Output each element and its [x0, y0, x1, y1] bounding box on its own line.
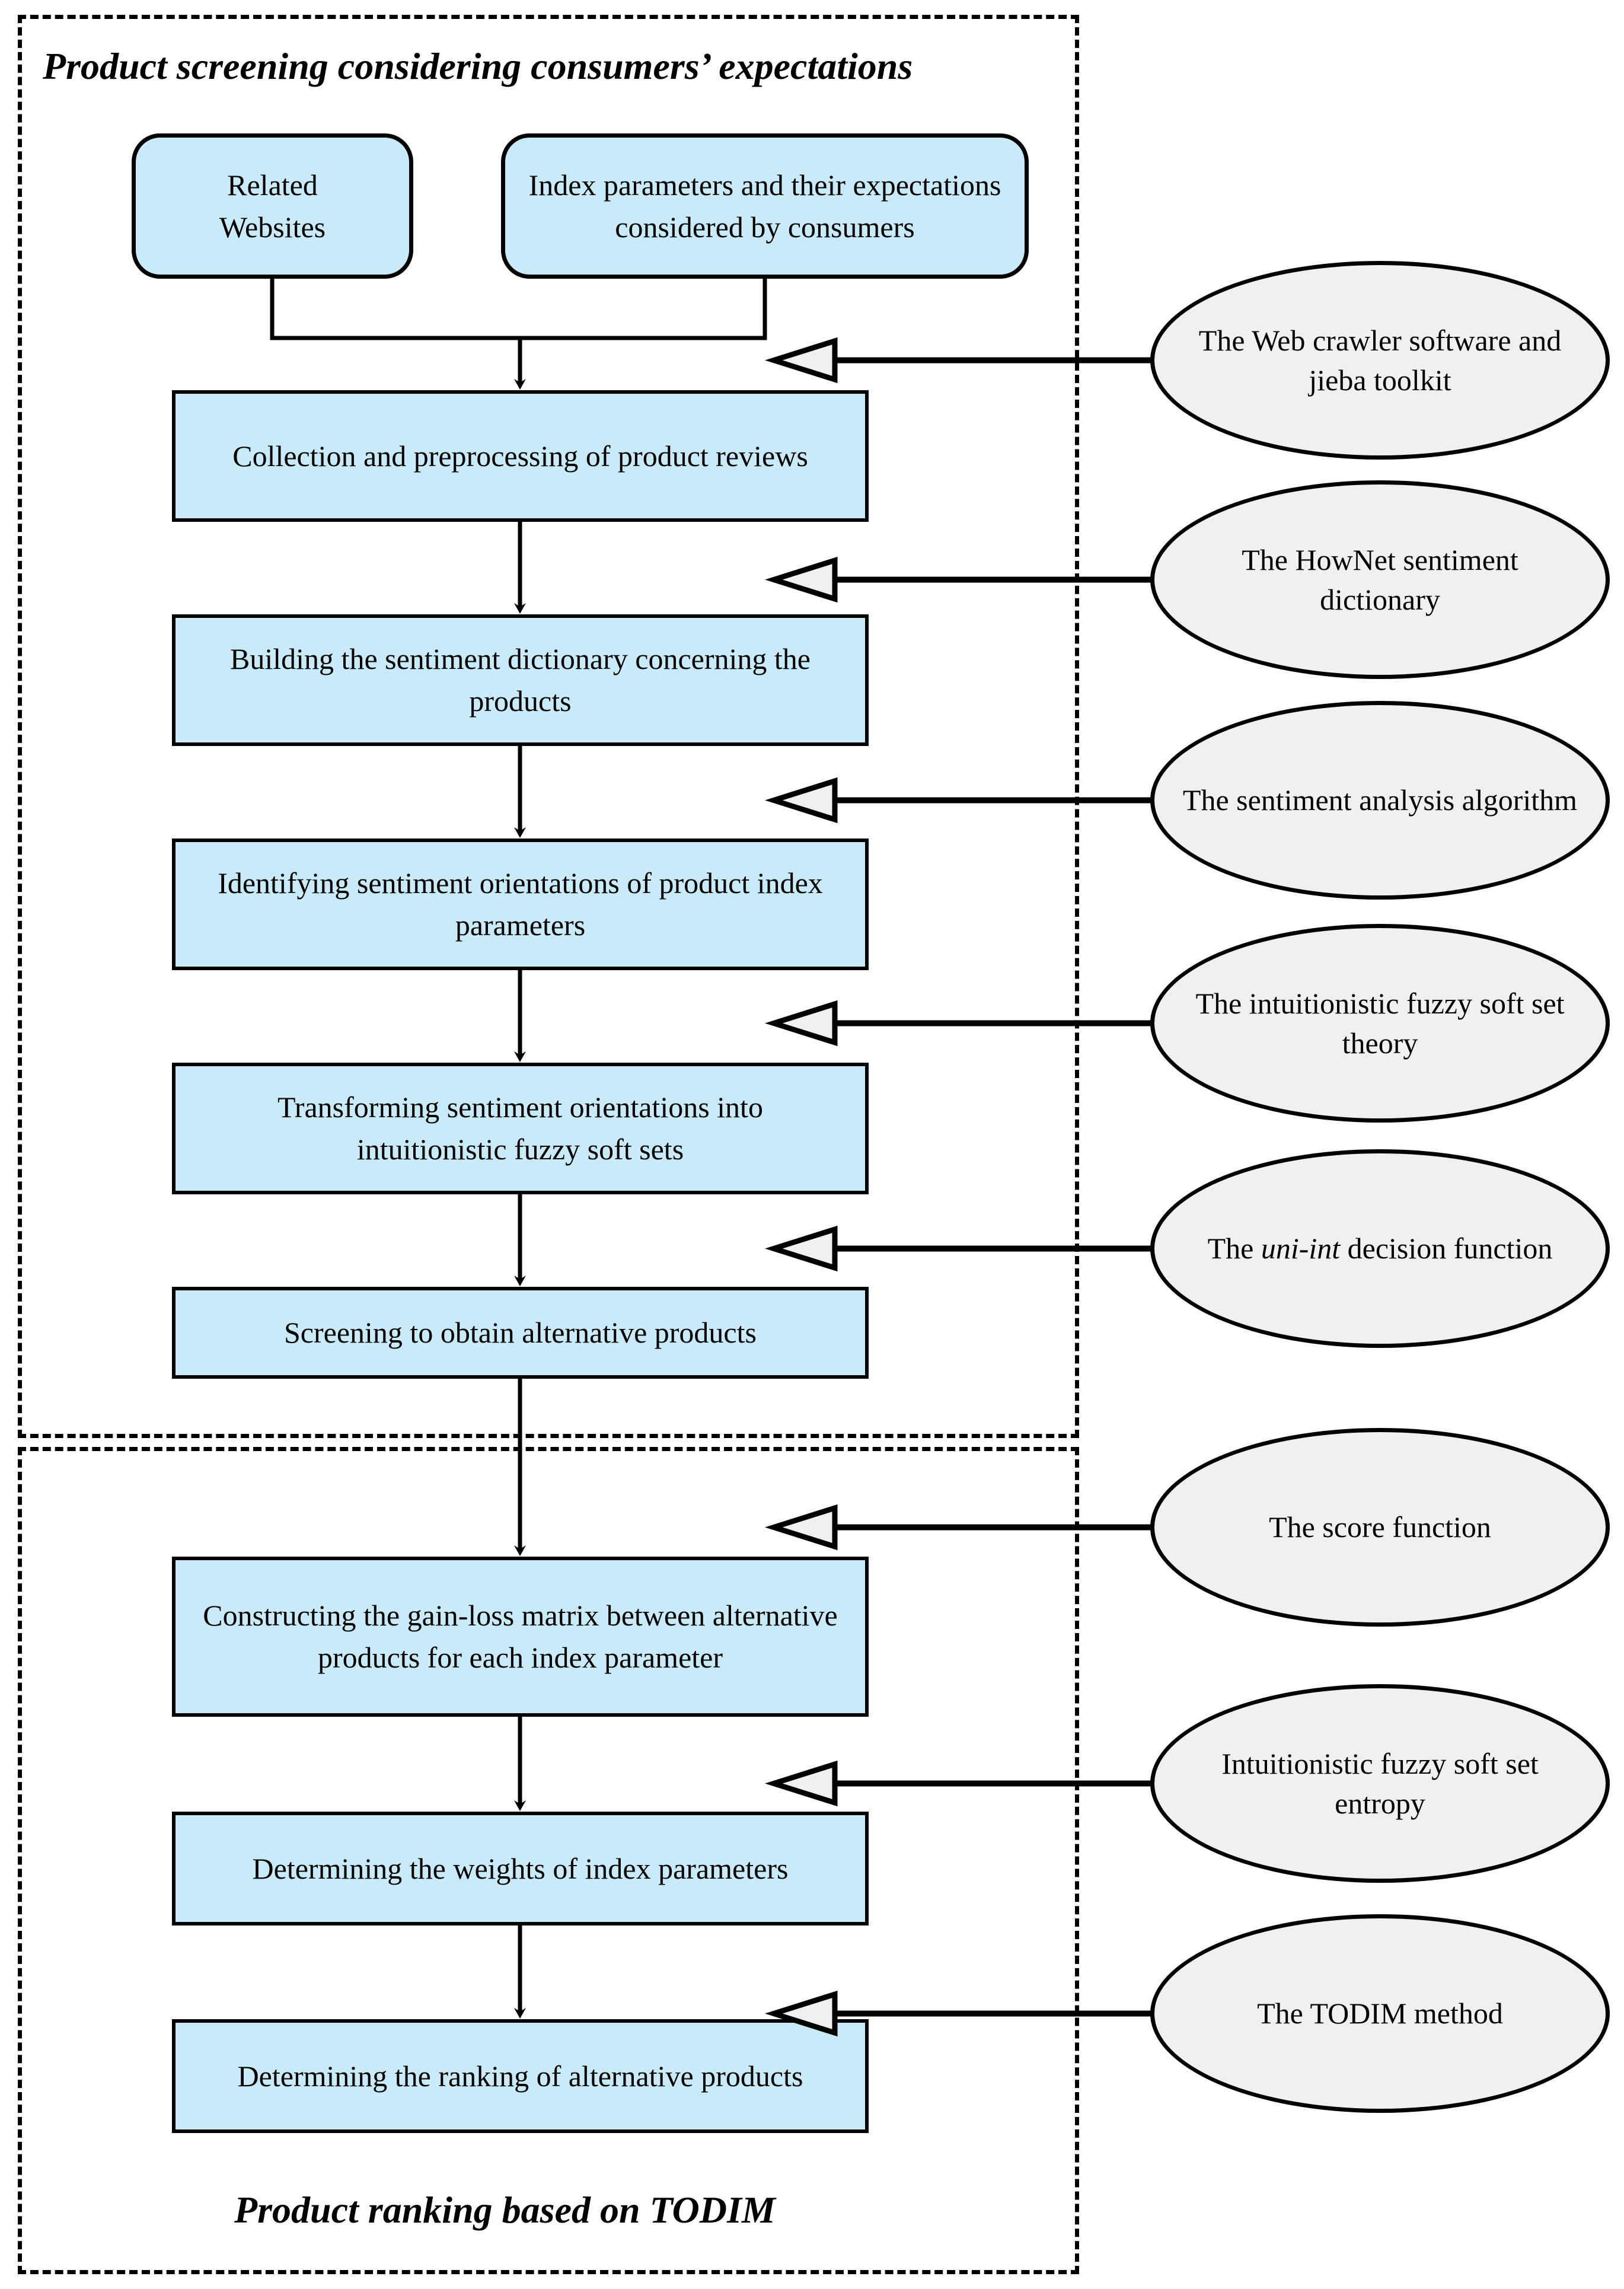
method-5-text-pre: The [1207, 1232, 1261, 1265]
section-frame-ranking [18, 1447, 1079, 2274]
process-box-step-6-label: Constructing the gain-loss matrix betwee… [203, 1599, 838, 1674]
method-ellipse-method-7-label: Intuitionistic fuzzy soft set entropy [1221, 1746, 1539, 1820]
method-ellipse-method-8[interactable]: The TODIM method [1150, 1914, 1610, 2113]
method-ellipse-method-1[interactable]: The Web crawler software and jieba toolk… [1150, 261, 1610, 460]
process-box-step-3-label: Identifying sentiment orientations of pr… [218, 866, 823, 942]
method-ellipse-method-1-label: The Web crawler software and jieba toolk… [1198, 323, 1562, 397]
process-box-step-4-label: Transforming sentiment orientations into… [277, 1091, 763, 1166]
method-ellipse-method-3-label: The sentiment analysis algorithm [1182, 783, 1578, 817]
process-box-step-1-label: Collection and preprocessing of product … [232, 439, 808, 473]
input-box-index-parameters[interactable]: Index parameters and their expectations … [501, 133, 1029, 279]
section-title-screening: Product screening considering consumers’… [43, 45, 913, 87]
process-box-step-2[interactable]: Building the sentiment dictionary concer… [172, 614, 869, 746]
process-box-step-3[interactable]: Identifying sentiment orientations of pr… [172, 839, 869, 970]
method-ellipse-method-8-label: The TODIM method [1257, 1997, 1503, 2030]
process-box-step-7-label: Determining the weights of index paramet… [252, 1851, 789, 1885]
method-ellipse-method-2-label: The HowNet sentiment dictionary [1242, 543, 1518, 616]
input-box-index-parameters-label: Index parameters and their expectations … [528, 168, 1001, 244]
method-5-text-post: decision function [1340, 1232, 1553, 1265]
method-ellipse-method-2[interactable]: The HowNet sentiment dictionary [1150, 480, 1610, 679]
process-box-step-8-label: Determining the ranking of alternative p… [237, 2059, 803, 2093]
method-ellipse-method-6-label: The score function [1269, 1510, 1491, 1544]
method-ellipse-method-4[interactable]: The intuitionistic fuzzy soft set theory [1150, 924, 1610, 1123]
process-box-step-1[interactable]: Collection and preprocessing of product … [172, 390, 869, 522]
method-5-text-em: uni-int [1261, 1232, 1341, 1265]
process-box-step-7[interactable]: Determining the weights of index paramet… [172, 1812, 869, 1925]
section-title-ranking: Product ranking based on TODIM [234, 2189, 776, 2231]
method-ellipse-method-5-label: The uni-int decision function [1184, 1229, 1577, 1268]
method-ellipse-method-4-label: The intuitionistic fuzzy soft set theory [1195, 986, 1565, 1060]
method-ellipse-method-7[interactable]: Intuitionistic fuzzy soft set entropy [1150, 1684, 1610, 1883]
process-box-step-4[interactable]: Transforming sentiment orientations into… [172, 1063, 869, 1194]
section-frame-screening [18, 15, 1079, 1438]
process-box-step-5[interactable]: Screening to obtain alternative products [172, 1287, 869, 1379]
method-ellipse-method-5[interactable]: The uni-int decision function [1150, 1149, 1610, 1348]
process-box-step-8[interactable]: Determining the ranking of alternative p… [172, 2019, 869, 2133]
process-box-step-5-label: Screening to obtain alternative products [284, 1316, 757, 1349]
process-box-step-2-label: Building the sentiment dictionary concer… [230, 642, 811, 718]
method-ellipse-method-6[interactable]: The score function [1150, 1428, 1610, 1627]
process-box-step-6[interactable]: Constructing the gain-loss matrix betwee… [172, 1557, 869, 1717]
method-ellipse-method-3[interactable]: The sentiment analysis algorithm [1150, 701, 1610, 900]
